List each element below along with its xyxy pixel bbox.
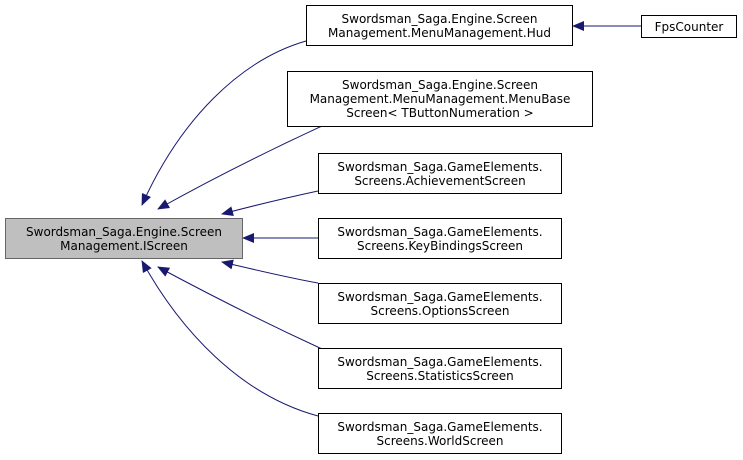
- node-menubase-line-3: Screen< TButtonNumeration >: [346, 106, 534, 120]
- node-iscreen: Swordsman_Saga.Engine.Screen Management.…: [5, 218, 243, 259]
- node-world-line-2: Screens.WorldScreen: [376, 433, 504, 448]
- node-keybindings[interactable]: Swordsman_Saga.GameElements. Screens.Key…: [318, 218, 562, 259]
- node-world[interactable]: Swordsman_Saga.GameElements. Screens.Wor…: [318, 413, 562, 454]
- node-statistics[interactable]: Swordsman_Saga.GameElements. Screens.Sta…: [318, 348, 562, 389]
- node-fpscounter[interactable]: FpsCounter: [641, 15, 737, 38]
- node-options[interactable]: Swordsman_Saga.GameElements. Screens.Opt…: [318, 283, 562, 324]
- edge-options-to-iscreen: [221, 259, 319, 284]
- node-hud[interactable]: Swordsman_Saga.Engine.Screen Management.…: [306, 5, 573, 46]
- edge-hud-to-iscreen: [141, 40, 307, 206]
- node-iscreen-line-1: Swordsman_Saga.Engine.Screen: [26, 224, 222, 239]
- node-achievement[interactable]: Swordsman_Saga.GameElements. Screens.Ach…: [318, 153, 562, 194]
- edge-statistics-to-iscreen: [157, 266, 323, 350]
- node-menubase-line-2: Management.MenuManagement.MenuBase: [309, 92, 571, 106]
- edge-achievement-to-iscreen: [221, 190, 319, 217]
- node-iscreen-line-2: Management.IScreen: [60, 238, 188, 253]
- node-hud-line-2: Management.MenuManagement.Hud: [328, 25, 551, 40]
- node-fpscounter-line-1: FpsCounter: [654, 19, 724, 34]
- node-menubase-line-1: Swordsman_Saga.Engine.Screen: [342, 78, 538, 92]
- node-options-line-2: Screens.OptionsScreen: [370, 303, 510, 318]
- node-menubase[interactable]: Swordsman_Saga.Engine.Screen Management.…: [287, 71, 593, 127]
- node-options-line-1: Swordsman_Saga.GameElements.: [337, 289, 543, 304]
- edge-menubase-to-iscreen: [157, 125, 323, 210]
- node-statistics-line-1: Swordsman_Saga.GameElements.: [337, 354, 543, 369]
- node-hud-line-1: Swordsman_Saga.Engine.Screen: [341, 11, 538, 26]
- node-keybindings-line-2: Screens.KeyBindingsScreen: [357, 238, 523, 253]
- edge-world-to-iscreen: [141, 260, 319, 417]
- node-achievement-line-2: Screens.AchievementScreen: [354, 173, 526, 188]
- node-statistics-line-2: Screens.StatisticsScreen: [366, 368, 514, 383]
- node-keybindings-line-1: Swordsman_Saga.GameElements.: [337, 224, 543, 239]
- node-world-line-1: Swordsman_Saga.GameElements.: [337, 419, 543, 434]
- node-achievement-line-1: Swordsman_Saga.GameElements.: [337, 159, 543, 174]
